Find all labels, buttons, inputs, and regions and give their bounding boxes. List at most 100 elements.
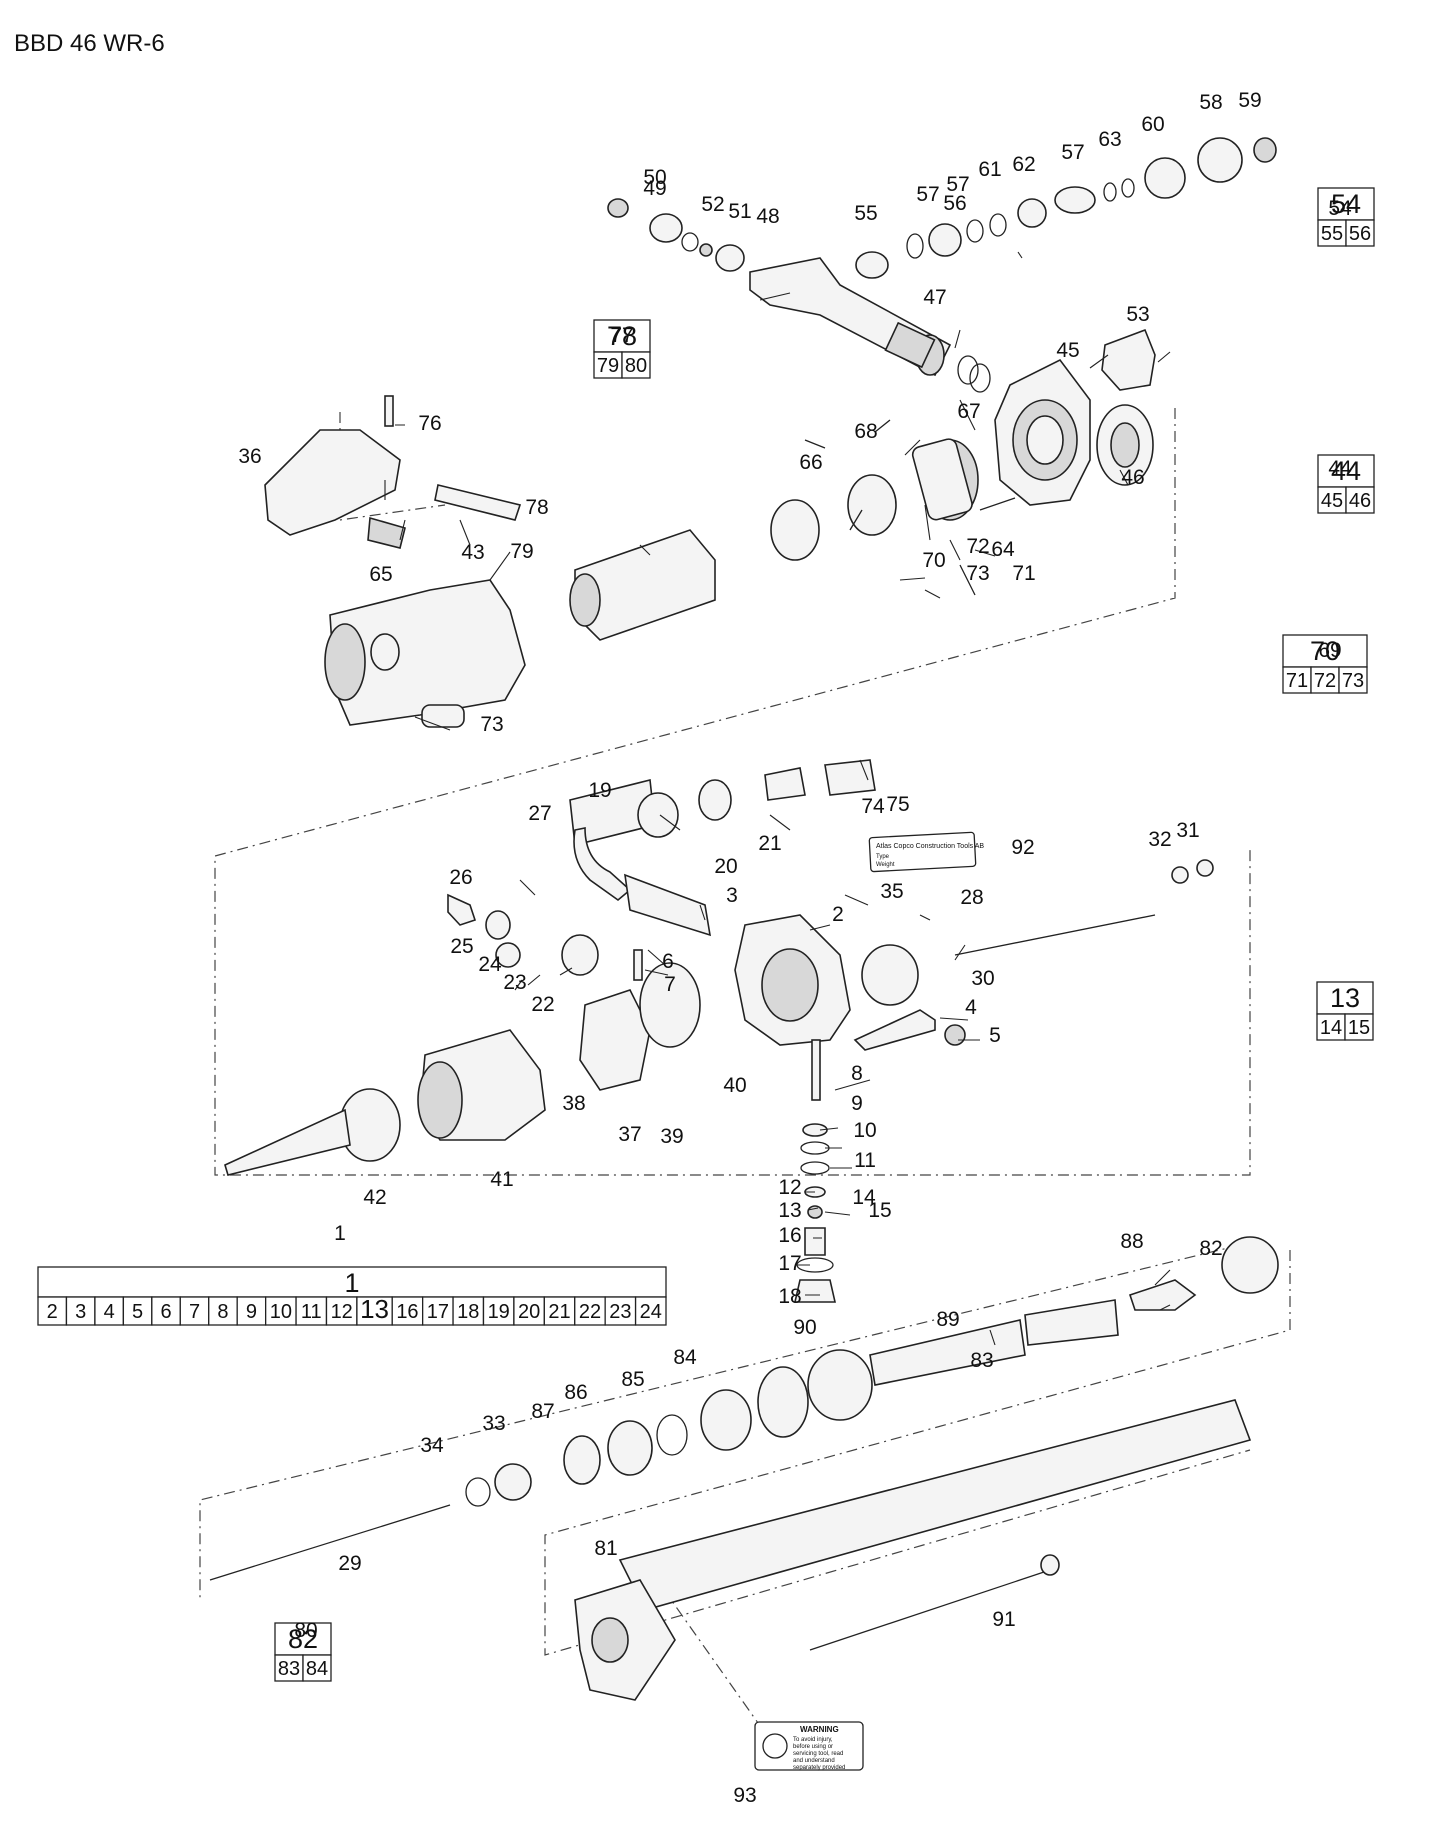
kit-sub-19: 19 <box>488 1301 510 1323</box>
callout-88: 88 <box>1120 1230 1143 1253</box>
callout-16: 16 <box>778 1224 801 1247</box>
callout-81: 81 <box>594 1537 617 1560</box>
callout-57: 57 <box>1061 141 1084 164</box>
group-main-13: 13 <box>1330 983 1360 1013</box>
group-sub-83: 83 <box>278 1658 300 1680</box>
parts-67-68-80-79 <box>569 419 1016 641</box>
callout-94: 94 <box>0 0 12 5</box>
callout-55: 55 <box>854 202 877 225</box>
callout-37: 37 <box>618 1123 641 1146</box>
callout-8: 8 <box>851 1062 863 1085</box>
callout-43: 43 <box>461 541 484 564</box>
kit-sub-3: 3 <box>75 1301 86 1323</box>
diagram-title: BBD 46 WR-6 <box>14 30 165 57</box>
kit-sub-24: 24 <box>640 1301 662 1323</box>
callout-87: 87 <box>531 1400 554 1423</box>
callout-22: 22 <box>531 993 554 1016</box>
warning-heading: WARNING <box>800 1725 839 1734</box>
part-4-lever <box>853 1009 966 1051</box>
callout-75: 75 <box>886 793 909 816</box>
callout-27: 27 <box>528 802 551 825</box>
callout-65: 65 <box>369 563 392 586</box>
callout-82: 82 <box>1199 1237 1222 1260</box>
callout-58: 58 <box>1199 91 1222 114</box>
kit-sub-21: 21 <box>548 1301 570 1323</box>
callout-50: 50 <box>643 166 666 189</box>
callout-42: 42 <box>363 1186 386 1209</box>
group-sub-80: 80 <box>625 355 647 377</box>
callout-69: 69 <box>1318 639 1341 662</box>
group-sub-73: 73 <box>1342 670 1364 692</box>
group-box-82: 82 83 84 <box>274 1622 332 1682</box>
callout-49: 49 <box>643 177 666 200</box>
warning-line-3: servicing tool, read <box>793 1751 843 1757</box>
kit-sub-8: 8 <box>217 1301 228 1323</box>
callout-24: 24 <box>478 953 502 976</box>
group-sub-84: 84 <box>306 1658 328 1680</box>
callout-85: 85 <box>621 1368 644 1391</box>
callout-21: 21 <box>758 832 781 855</box>
group-box-13: 13 14 15 <box>1316 981 1374 1041</box>
group-sub-46: 46 <box>1349 490 1371 512</box>
callout-66: 66 <box>799 451 822 474</box>
group-main-54: 54 <box>1331 189 1361 219</box>
callout-60: 60 <box>1141 113 1164 136</box>
callout-32: 32 <box>1148 828 1171 851</box>
group-sub-15: 15 <box>1348 1017 1370 1039</box>
assembly-boundaries <box>199 408 1291 1741</box>
leader-lines <box>384 251 1171 1346</box>
callout-67: 67 <box>957 400 980 423</box>
kit-sub-20: 20 <box>518 1301 540 1323</box>
callout-61: 61 <box>978 158 1001 181</box>
callout-80: 80 <box>294 1619 317 1642</box>
callout-86: 86 <box>564 1381 587 1404</box>
callout-13: 13 <box>778 1199 801 1222</box>
callout-31: 31 <box>1176 819 1199 842</box>
kit-sub-18: 18 <box>457 1301 479 1323</box>
kit-sub-4: 4 <box>104 1301 115 1323</box>
kit-sub-9: 9 <box>246 1301 257 1323</box>
callout-38: 38 <box>562 1092 585 1115</box>
callout-30: 30 <box>971 967 994 990</box>
group-sub-14: 14 <box>1320 1017 1342 1039</box>
kit-sub-22: 22 <box>579 1301 601 1323</box>
callout-74: 74 <box>861 795 885 818</box>
callout-56: 56 <box>943 192 966 215</box>
callout-12: 12 <box>778 1176 801 1199</box>
kit-sub-13: 13 <box>360 1294 389 1324</box>
callout-53: 53 <box>1126 303 1149 326</box>
group-sub-72: 72 <box>1314 670 1336 692</box>
callout-95: 95 <box>0 0 12 5</box>
group-sub-45: 45 <box>1321 490 1343 512</box>
parts-46-53 <box>1096 328 1156 486</box>
callout-20: 20 <box>714 855 737 878</box>
parts-37-40-41-42 <box>224 962 701 1176</box>
data-plate-line-1: Type <box>876 854 890 860</box>
callout-14: 14 <box>852 1186 876 1209</box>
callout-18: 18 <box>778 1285 801 1308</box>
part-47-handle-tube <box>749 257 952 377</box>
kit-sub-12: 12 <box>331 1301 353 1323</box>
callout-11: 11 <box>854 1149 876 1172</box>
group-main-70: 70 <box>1310 636 1340 666</box>
group-main-82: 82 <box>288 1624 318 1654</box>
callout-33: 33 <box>482 1412 505 1435</box>
callout-93: 93 <box>733 1784 756 1807</box>
callout-numbers: 1234567891011121314151617181920212223242… <box>0 0 1352 1807</box>
callout-19: 19 <box>588 779 611 802</box>
callout-63: 63 <box>1098 128 1121 151</box>
part-36-handle <box>264 395 522 549</box>
callout-39: 39 <box>660 1125 683 1148</box>
callout-35: 35 <box>880 880 903 903</box>
callout-73: 73 <box>966 562 989 585</box>
callout-9: 9 <box>851 1092 863 1115</box>
callout-57: 57 <box>946 173 969 196</box>
warning-line-5: separately provided <box>793 1765 845 1771</box>
callout-44: 44 <box>1328 457 1352 480</box>
callout-57: 57 <box>916 183 939 206</box>
callout-79: 79 <box>510 540 533 563</box>
callout-64: 64 <box>991 538 1015 561</box>
callout-46: 46 <box>1121 466 1144 489</box>
callout-25: 25 <box>450 935 473 958</box>
